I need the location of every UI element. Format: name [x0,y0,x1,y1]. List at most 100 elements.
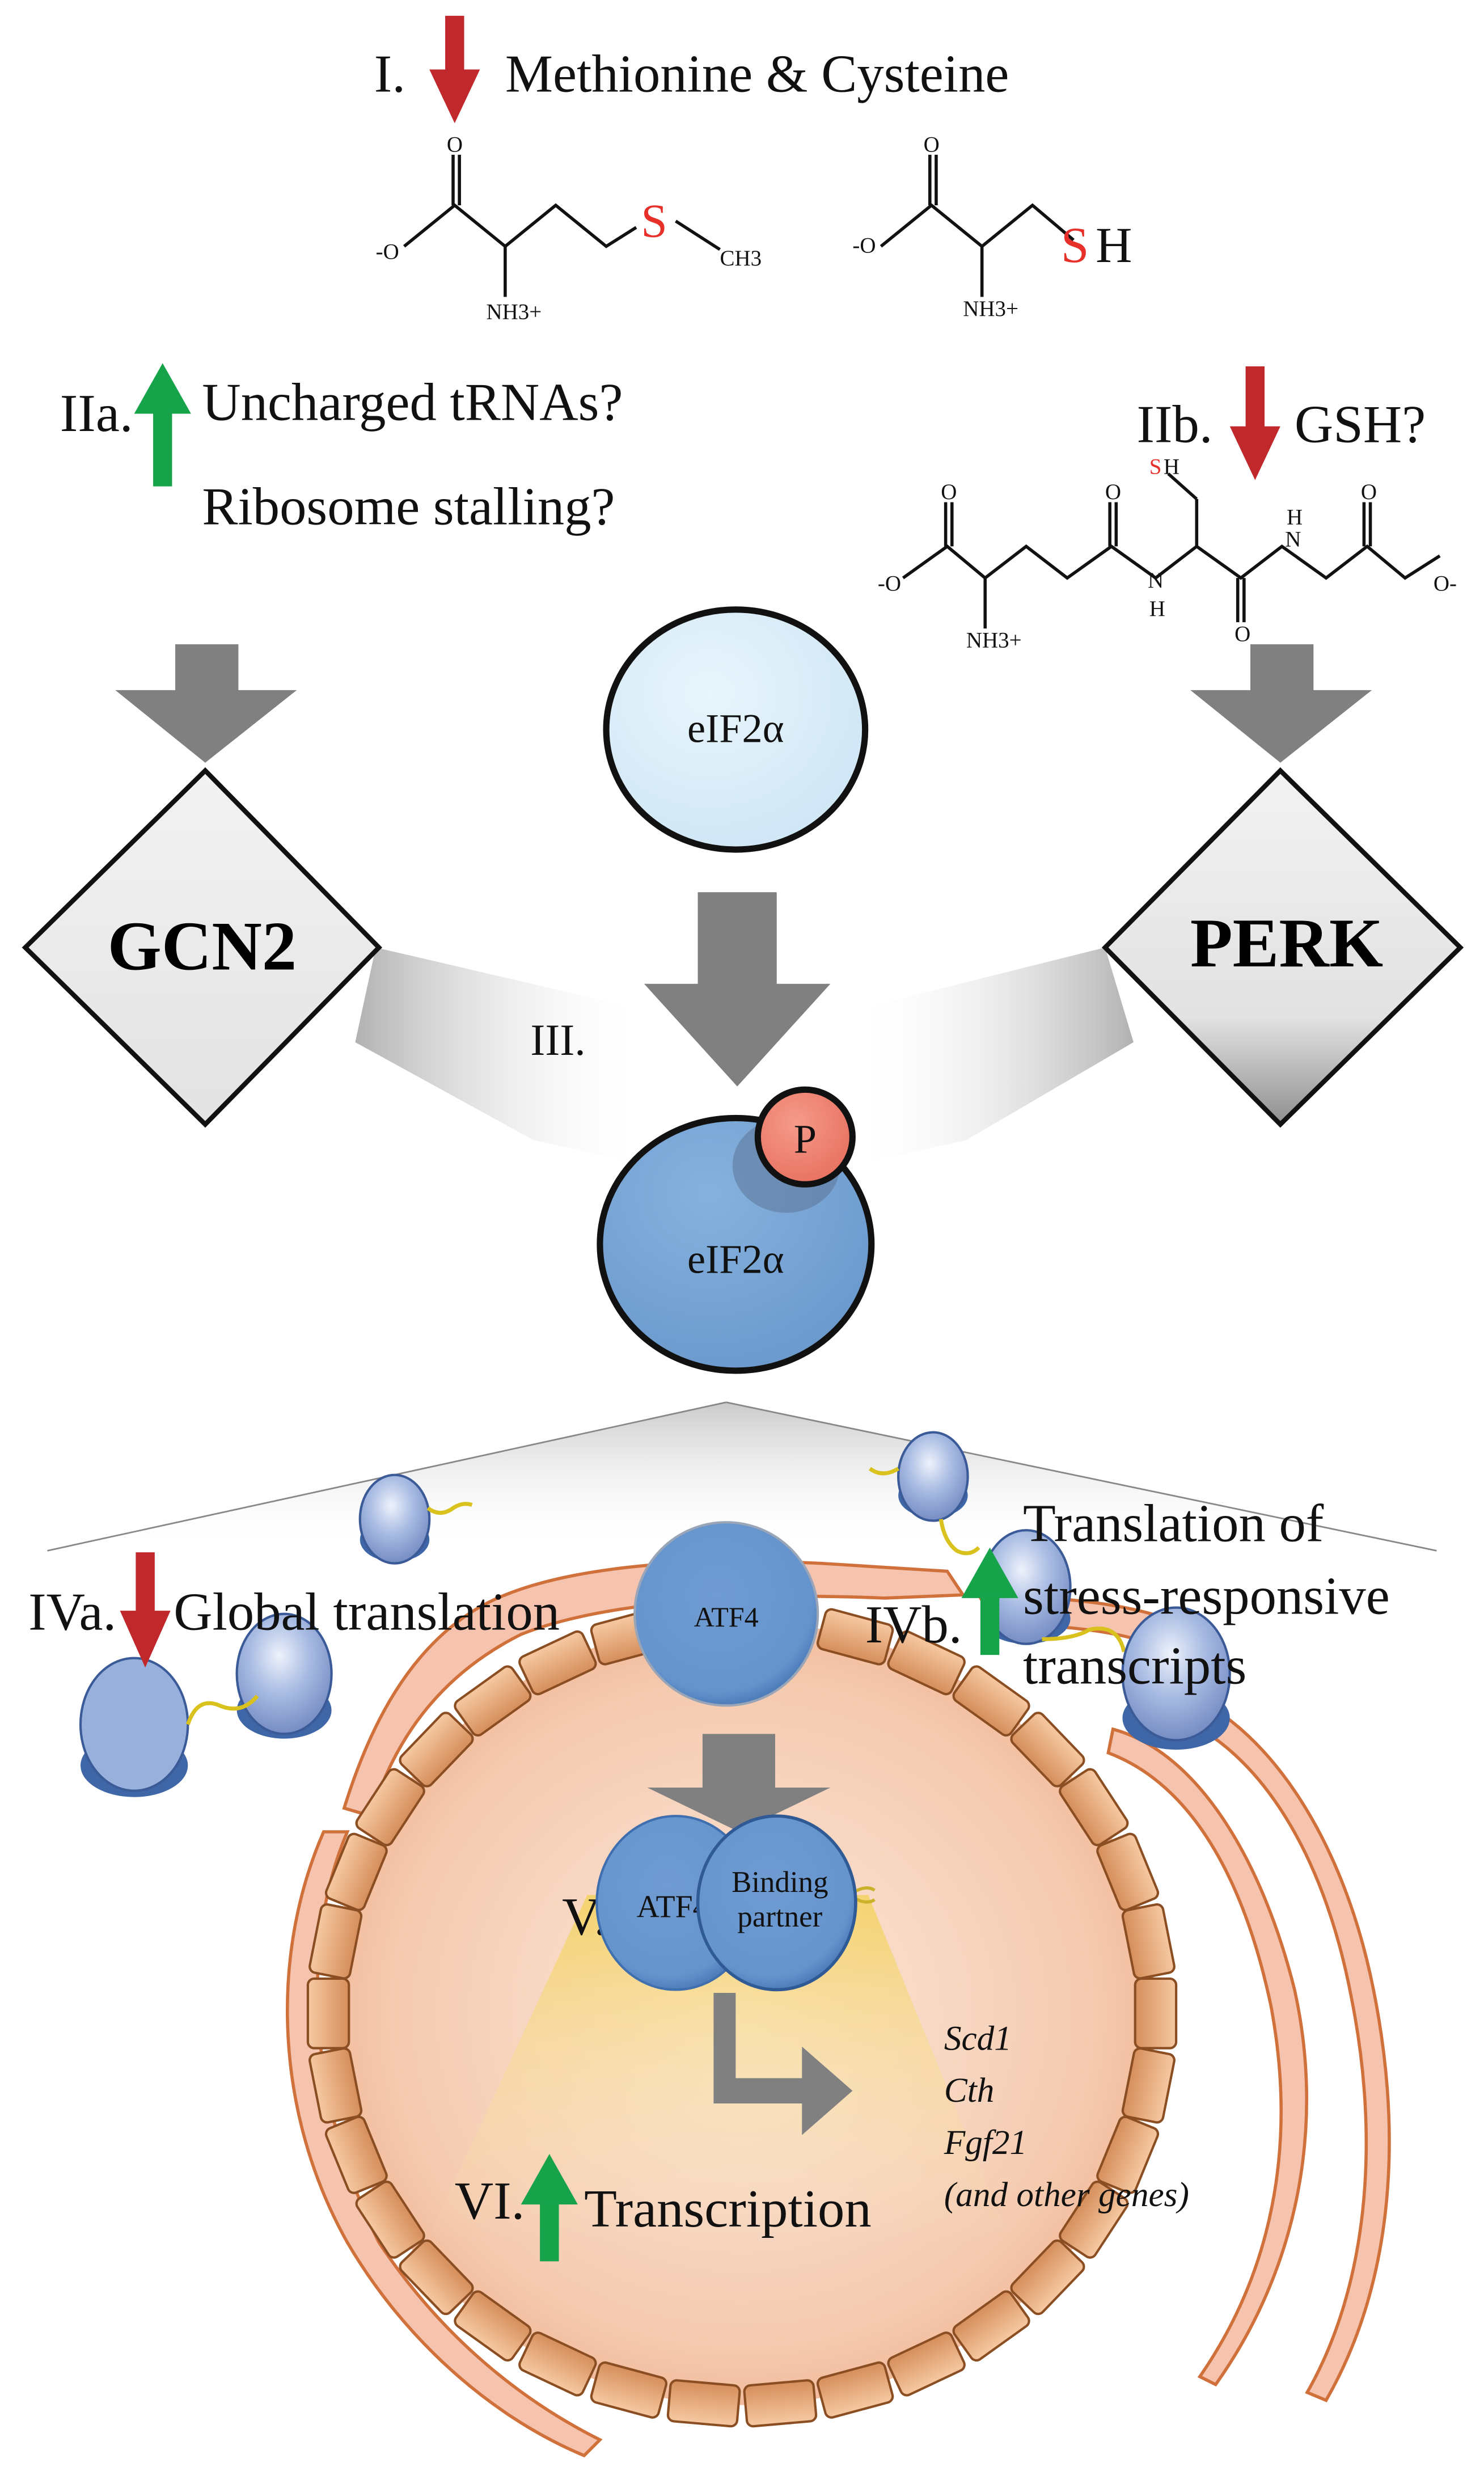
gsh-n2: N [1285,527,1301,551]
step2a-line1: Uncharged tRNAs? [202,373,623,432]
methionine-o-top: O [447,132,463,157]
gsh-h1: H [1149,597,1165,621]
eif2a-inactive-label: eIF2α [687,706,784,751]
methionine-o-minus: -O [376,240,399,264]
gene-item: Cth [944,2071,994,2110]
methionine-structure: O -O S CH3 NH3+ [376,132,762,324]
ribosome [79,1657,259,1797]
eif2a-inactive: eIF2α [603,606,869,853]
binding-partner-line1: Binding [732,1866,828,1899]
eif2a-phosphorylated: eIF2α P [597,1086,875,1374]
nuclear-pore [1121,2047,1176,2124]
step6-numeral: VI. [455,2172,525,2230]
nuclear-pore [1096,1832,1160,1911]
gsh-sh-h: H [1164,454,1179,479]
nuclear-pore [1096,2115,1160,2194]
nuclear-pore [308,1903,363,1980]
nuclear-pore [1010,1712,1085,1788]
cysteine-structure: O -O S H NH3+ [852,132,1132,321]
nuclear-pore [324,1832,388,1911]
nuclear-pore [666,2379,741,2428]
nuclear-pore [816,2361,894,2419]
methionine-methyl: CH3 [720,246,762,271]
step4b-numeral: IVb. [865,1595,962,1654]
up-arrow-icon [134,363,191,487]
step1-label: Methionine & Cysteine [505,44,1009,103]
gcn2-beam [355,947,648,1165]
gene-item: Scd1 [944,2019,1012,2058]
up-arrow-icon [961,1547,1018,1655]
step4b-line2: stress-responsive [1023,1567,1390,1626]
perk-label: PERK [1190,905,1383,982]
cysteine-amine: NH3+ [963,297,1018,321]
gsh-n1: N [1148,568,1164,593]
flow-arrow-to-gcn2 [115,644,297,763]
nuclear-pore [308,2047,363,2124]
step2a-numeral: IIa. [60,384,133,443]
gcn2-label: GCN2 [108,909,297,985]
gcn2-kinase: GCN2 [22,767,383,1128]
ribosome [868,1431,980,1556]
down-arrow-icon [429,15,480,124]
step1-numeral: I. [374,44,405,103]
ribosome [1121,1606,1231,1750]
eif2a-active-label: eIF2α [687,1236,784,1282]
cysteine-sulfur: S [1061,218,1089,273]
ribosome [235,1612,333,1739]
nuclear-pore [306,1977,350,2050]
step4a: IVa. Global translation [28,1552,560,1668]
step5: V. ATF4 Binding partner [562,1814,857,1992]
gene-item: (and other genes) [944,2175,1189,2214]
step2a-line2: Ribosome stalling? [202,477,615,536]
step2a: IIa. Uncharged tRNAs? Ribosome stalling? [60,363,623,536]
down-arrow-icon [120,1552,171,1668]
gsh-o3: O [1234,622,1250,646]
binding-partner-line2: partner [737,1900,822,1933]
glutathione-structure: O O O O -O O- NH3+ S H N H N H [878,454,1457,652]
gsh-o1: O [941,480,957,504]
methionine-sulfur: S [641,196,667,248]
nuclear-pore [518,2331,597,2397]
step1-header: I. Methionine & Cysteine [374,15,1009,124]
methionine-amine: NH3+ [486,299,542,324]
perk-beam [852,947,1134,1165]
nuclear-pore [324,2115,388,2194]
gsh-o-minus-left: -O [878,571,901,595]
ribosome [358,1473,473,1565]
step2b: IIb. GSH? [1137,366,1426,480]
flow-arrow-nuclear-import [647,1734,831,1832]
flow-arrow-phosphorylation [644,892,831,1087]
atf4-cytoplasmic: ATF4 [633,1521,819,1707]
nuclear-pore [816,1608,894,1666]
binding-partner: Binding partner [696,1814,857,1992]
nuclear-pore [952,2290,1030,2362]
transcription-arrow [713,1993,853,2135]
nuclear-pore [887,2331,966,2397]
gsh-o-minus-right: O- [1434,571,1457,595]
nuclear-pore [590,2361,668,2419]
nuclear-pore [399,1712,474,1788]
up-arrow-icon [521,2154,578,2262]
gene-item: Fgf21 [944,2123,1027,2162]
nuclear-pore [399,2239,474,2316]
step4a-numeral: IVa. [28,1583,116,1642]
nuclear-pore [518,1630,597,1696]
gsh-amine: NH3+ [966,628,1022,653]
step3-numeral: III. [530,1016,585,1064]
gsh-o2: O [1105,480,1121,504]
target-gene-list: Scd1 Cth Fgf21 (and other genes) [944,2019,1189,2214]
nuclear-pore [1059,1768,1129,1847]
step4b: IVb. Translation of stress-responsive tr… [865,1494,1390,1696]
nuclear-pore [355,2180,425,2259]
phosphate-group: P [754,1086,856,1188]
phosphate-label: P [794,1116,817,1162]
step2b-label: GSH? [1295,395,1426,454]
step4b-line3: transcripts [1023,1636,1246,1695]
flow-arrow-to-perk [1190,644,1372,763]
down-arrow-icon [1229,366,1280,480]
step6: VI. Transcription [455,2154,872,2262]
nuclear-pore [454,1665,532,1737]
cysteine-o-top: O [924,132,940,157]
nuclear-pore [355,1768,425,1847]
